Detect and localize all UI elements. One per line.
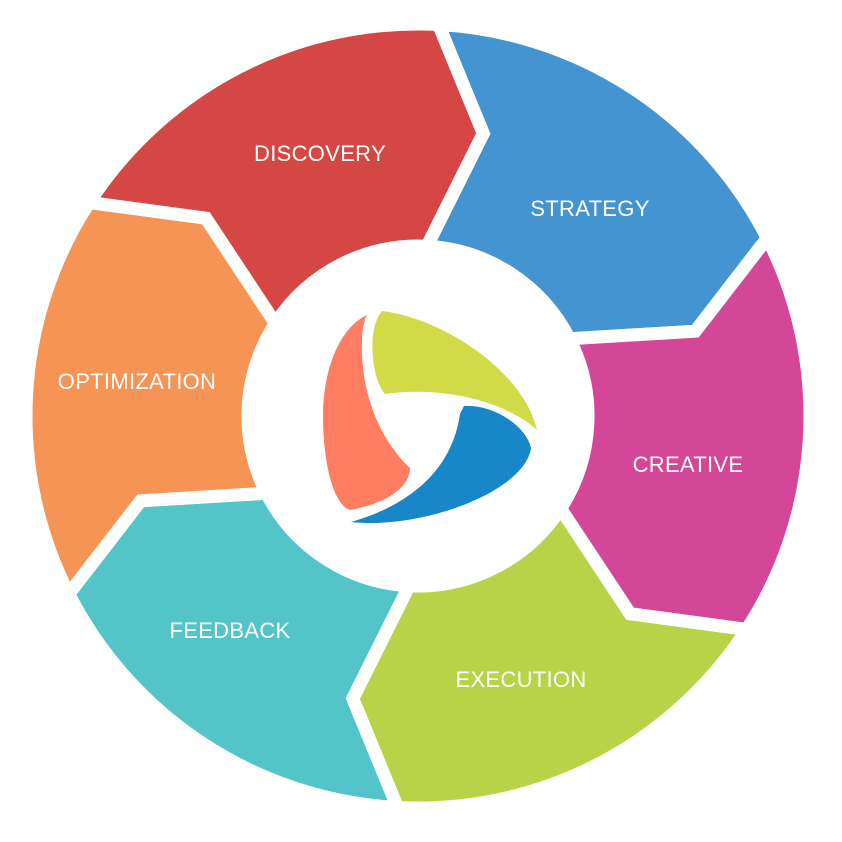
segment-label-execution: EXECUTION [455, 667, 586, 692]
segment-creative [345, 496, 758, 815]
segment-execution [61, 486, 420, 815]
segment-feedback [19, 195, 284, 607]
segment-label-feedback: FEEDBACK [170, 618, 291, 643]
segment-label-strategy: STRATEGY [530, 196, 649, 221]
segment-discovery [416, 17, 775, 346]
segment-label-creative: CREATIVE [633, 452, 744, 477]
logo-orange-blade [322, 315, 410, 510]
segment-strategy [552, 225, 817, 637]
segment-optimization [78, 17, 491, 336]
segment-label-discovery: DISCOVERY [254, 141, 386, 166]
segment-label-optimization: OPTIMIZATION [58, 369, 216, 394]
logo-blue-blade [351, 405, 531, 524]
logo-green-blade [372, 311, 537, 430]
center-logo [322, 311, 537, 524]
